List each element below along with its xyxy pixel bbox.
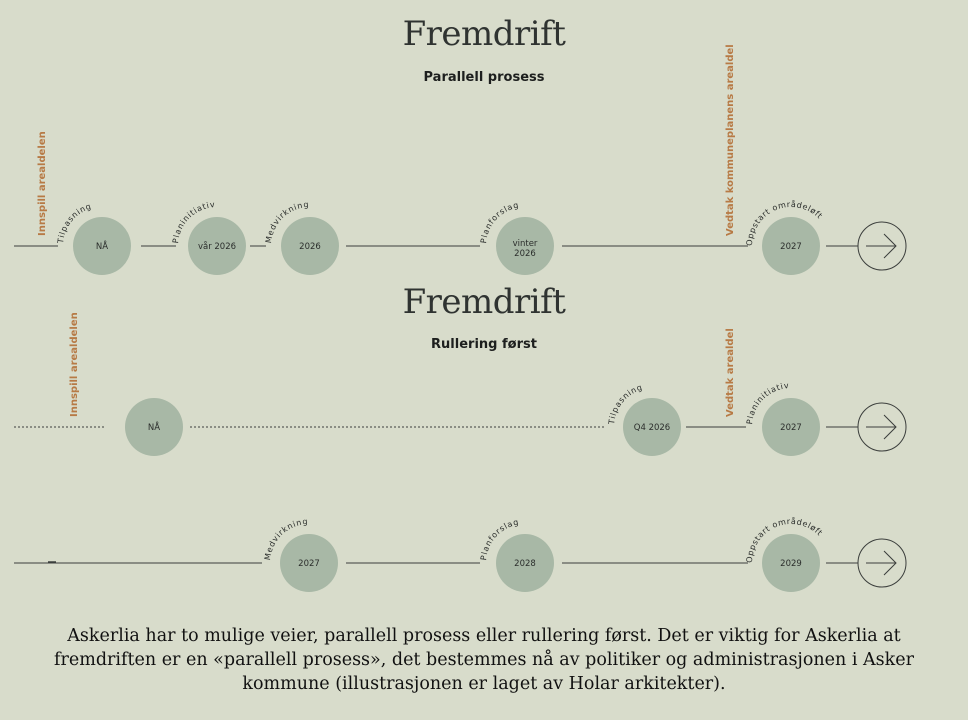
milestone-date: NÅ bbox=[148, 421, 160, 433]
milestone: 2028 Planforslag bbox=[479, 517, 554, 592]
milestone-circle bbox=[762, 534, 820, 592]
milestone-circle bbox=[125, 398, 183, 456]
annotation-vedtak: Vedtak arealdel bbox=[725, 328, 736, 417]
section2-timeline-row2: 2027 Medvirkning 2028 Planforslag 2029 O… bbox=[14, 516, 907, 592]
caption-text: Askerlia har to mulige veier, parallell … bbox=[54, 626, 914, 694]
milestone-date: 2029 bbox=[780, 559, 802, 569]
milestone-date: 2027 bbox=[298, 559, 320, 569]
milestone-circle bbox=[281, 217, 339, 275]
milestone: 2029 Oppstart områdeløft bbox=[745, 516, 824, 592]
annotation-vedtak: Vedtak kommuneplanens arealdel bbox=[725, 44, 736, 236]
milestone: NÅ bbox=[125, 398, 183, 456]
arrow-end-icon bbox=[857, 221, 907, 271]
section1-timeline: NÅ Tilpasning vår 2026 Planinitiativ 202… bbox=[14, 44, 907, 275]
section1-title: Fremdrift bbox=[402, 14, 566, 54]
milestone-date: 2027 bbox=[780, 423, 802, 433]
milestone-circle bbox=[188, 217, 246, 275]
annotation-innspill: Innspill arealdelen bbox=[37, 131, 48, 236]
milestone-date: NÅ bbox=[96, 240, 108, 252]
milestone-date: 2028 bbox=[514, 559, 536, 569]
annotation-innspill: Innspill arealdelen bbox=[69, 312, 80, 417]
milestone: 2026 Medvirkning bbox=[264, 200, 339, 275]
milestone: 2027 Oppstart områdeløft bbox=[745, 199, 824, 275]
milestone-circle bbox=[623, 398, 681, 456]
milestone-circle bbox=[762, 398, 820, 456]
section2-timeline-row1: NÅ Q4 2026 Tilpasning 2027 Planinitiativ… bbox=[14, 312, 907, 456]
section1-subtitle: Parallell prosess bbox=[423, 70, 545, 85]
milestone-circle bbox=[496, 534, 554, 592]
milestone-circle bbox=[280, 534, 338, 592]
milestone-date: Q4 2026 bbox=[634, 423, 670, 433]
arrow-end-icon bbox=[857, 402, 907, 452]
milestone: vår 2026 Planinitiativ bbox=[171, 200, 246, 275]
milestone: 2027 Planinitiativ bbox=[745, 381, 820, 456]
arrow-end-icon bbox=[857, 538, 907, 588]
section2-title: Fremdrift bbox=[402, 282, 566, 322]
milestone-date: vår 2026 bbox=[198, 241, 236, 252]
milestone: NÅ Tilpasning bbox=[56, 202, 131, 275]
milestone-circle bbox=[496, 217, 554, 275]
milestone: 2027 Medvirkning bbox=[263, 517, 338, 592]
milestone-date: 2026 bbox=[299, 242, 321, 252]
milestone-circle bbox=[73, 217, 131, 275]
timeline-diagram: NÅ Tilpasning vår 2026 Planinitiativ 202… bbox=[14, 44, 907, 592]
milestone-date: 2027 bbox=[780, 242, 802, 252]
milestone: Q4 2026 Tilpasning bbox=[607, 383, 681, 456]
section2-subtitle: Rullering først bbox=[431, 337, 537, 352]
milestone-circle bbox=[762, 217, 820, 275]
